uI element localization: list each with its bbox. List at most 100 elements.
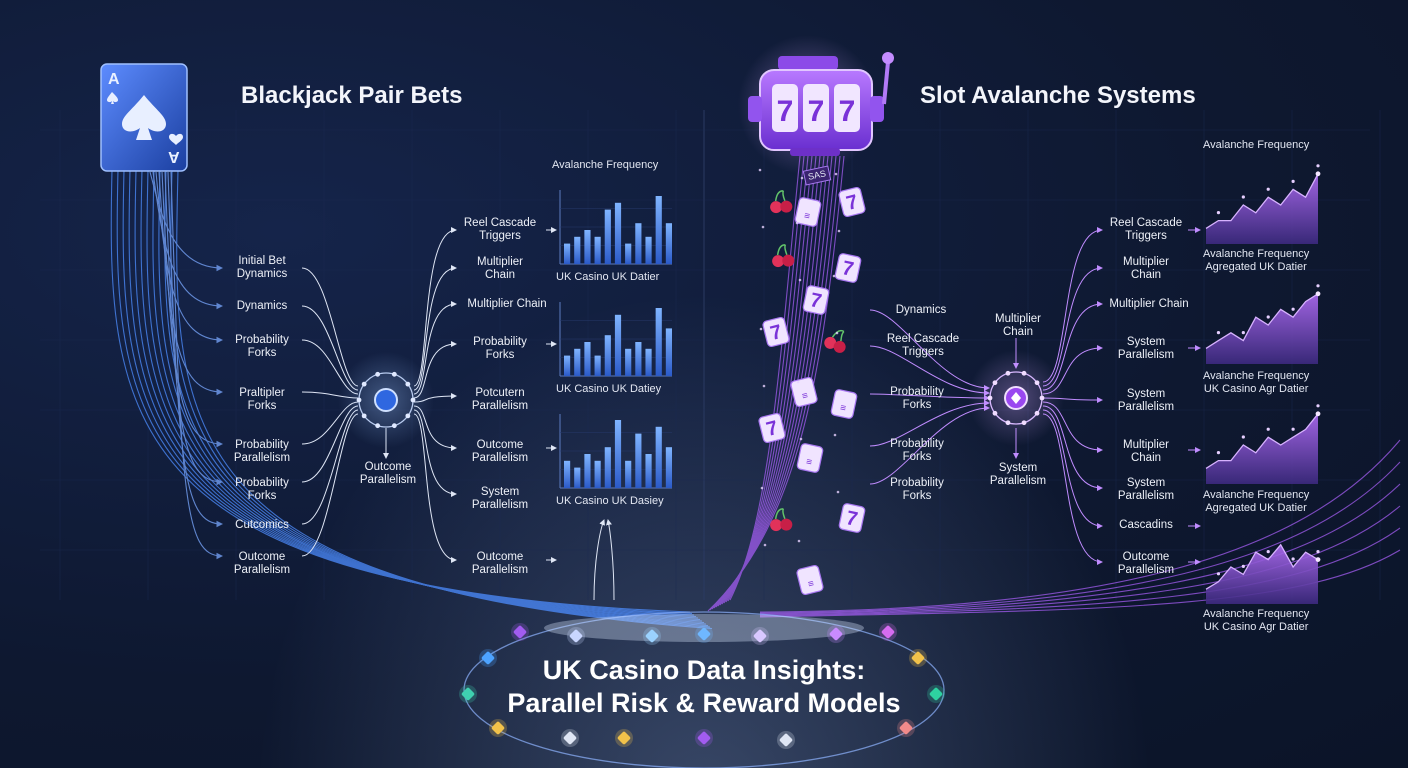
chart-bar: [574, 236, 581, 264]
footer-node-icon: [461, 687, 475, 701]
svg-text:7: 7: [844, 507, 859, 531]
chart-bar: [604, 335, 611, 376]
slot-symbol-tile: ≡: [796, 564, 824, 596]
slot-symbol-tile: [770, 508, 793, 532]
chart-bar: [665, 447, 672, 488]
svg-text:7: 7: [844, 191, 860, 215]
left-input-2: Dynamics: [236, 300, 288, 312]
chart-point: [1241, 435, 1245, 439]
svg-text:≡: ≡: [805, 456, 813, 468]
chart-bar: [645, 236, 652, 264]
reel-3: 7: [839, 95, 856, 128]
chart-bar: [625, 243, 632, 264]
chart-bar: [584, 342, 591, 376]
footer-node-icon: [645, 629, 659, 643]
chart-bar: [574, 348, 581, 376]
chart-point: [1316, 164, 1320, 168]
chart-bar: [655, 196, 662, 264]
svg-text:7: 7: [768, 321, 784, 345]
left-hub-icon: [338, 352, 434, 448]
chart-bar: [635, 342, 642, 376]
chart-line: [1205, 413, 1319, 469]
chart-point: [1216, 572, 1221, 576]
svg-text:7: 7: [808, 289, 823, 313]
chart-bar: [645, 348, 652, 376]
chart-point: [1291, 557, 1295, 561]
chart-point: [1316, 550, 1320, 554]
right-output-8: Cascadins: [1119, 519, 1173, 531]
svg-text:≡: ≡: [807, 578, 815, 590]
chart-line: [1205, 293, 1319, 349]
chart-area: [1206, 413, 1318, 484]
left-chart-caption-2: UK Casino UK Datiey: [556, 383, 662, 395]
chart-bar: [584, 230, 591, 264]
left-output-3: Multiplier Chain: [467, 298, 547, 310]
chart-point: [1241, 195, 1245, 199]
chart-point: [1315, 557, 1321, 562]
chart-point: [1291, 427, 1295, 431]
slot-symbol-tile: ≡: [796, 443, 824, 473]
chart-bar: [625, 348, 632, 376]
chart-point: [1315, 411, 1321, 417]
footer-node-icon: [563, 731, 577, 745]
footer-node-icon: [929, 687, 943, 701]
chart-bar: [665, 223, 672, 264]
chart-point: [1291, 307, 1295, 311]
chart-bar: [655, 308, 662, 376]
footer-title: UK Casino Data Insights:Parallel Risk & …: [507, 655, 901, 718]
svg-text:7: 7: [840, 257, 855, 281]
chart-bar: [564, 355, 571, 376]
footer-node-icon: [911, 651, 925, 665]
left-chart-caption-3: UK Casino UK Dasiey: [556, 495, 664, 507]
left-chart-caption-1: UK Casino UK Datier: [556, 271, 660, 283]
chart-point: [1291, 179, 1295, 183]
footer-node-icon: [779, 733, 793, 747]
svg-text:7: 7: [764, 417, 780, 441]
footer-node-icon: [829, 627, 843, 641]
chart-area: [1206, 173, 1318, 244]
chart-bar: [604, 447, 611, 488]
chart-point: [1316, 284, 1320, 288]
chart-bar: [584, 454, 591, 488]
footer-node-icon: [491, 721, 505, 735]
left-flow-lines: [110, 169, 713, 630]
right-title: Slot Avalanche Systems: [920, 82, 1196, 109]
footer-platform: [459, 611, 945, 768]
chart-point: [1216, 331, 1221, 335]
left-bar-charts: [559, 190, 672, 489]
right-input-1: Dynamics: [895, 304, 947, 316]
chart-point: [1241, 331, 1245, 335]
chart-area: [1206, 293, 1318, 364]
footer-node-icon: [513, 625, 527, 639]
slot-symbol-tile: ≡: [830, 389, 858, 419]
chart-bar: [645, 454, 652, 488]
chart-point: [1315, 171, 1321, 177]
right-hub-icon: [968, 350, 1064, 446]
chart-bar: [625, 460, 632, 488]
chart-point: [1266, 427, 1270, 431]
chart-point: [1266, 187, 1270, 191]
chart-bar: [635, 433, 642, 488]
footer-node-icon: [481, 651, 495, 665]
right-output-3: Multiplier Chain: [1109, 298, 1189, 310]
